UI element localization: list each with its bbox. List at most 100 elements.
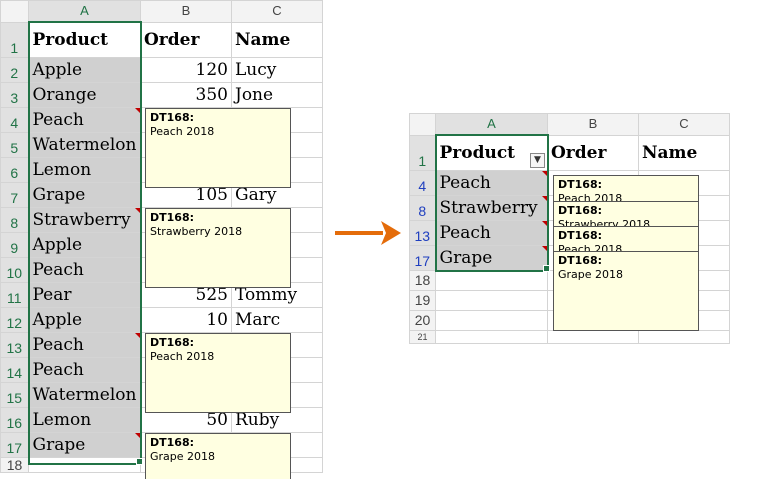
comment-text: Strawberry 2018: [150, 225, 243, 238]
arrow-right-icon: [335, 221, 401, 245]
cell-product[interactable]: Grape: [435, 245, 548, 271]
column-header-a[interactable]: A: [28, 0, 141, 23]
filter-funnel-icon[interactable]: ▼: [530, 153, 545, 168]
cell-product[interactable]: Peach: [28, 107, 141, 133]
cell-header-order[interactable]: Order: [547, 134, 639, 171]
row-header[interactable]: 13: [409, 220, 437, 246]
cell-header-name[interactable]: Name: [231, 21, 323, 58]
comment-text: Peach 2018: [150, 125, 215, 138]
comment-author: DT168:: [150, 211, 194, 224]
cell-product[interactable]: [435, 330, 548, 344]
comment-indicator-icon: [542, 246, 547, 251]
fill-handle[interactable]: [543, 265, 550, 272]
row-header[interactable]: 21: [409, 330, 436, 344]
comment-indicator-icon: [135, 208, 140, 213]
row-header[interactable]: 11: [0, 282, 30, 308]
cell-product[interactable]: Grape: [28, 182, 141, 208]
cell-product[interactable]: Apple: [28, 57, 141, 83]
row-header[interactable]: 10: [0, 257, 30, 283]
column-header-b[interactable]: B: [547, 113, 639, 136]
cell-name[interactable]: [638, 330, 730, 344]
cell-text: Strawberry: [439, 198, 538, 218]
cell-product[interactable]: Pear: [28, 282, 141, 308]
row-header[interactable]: 6: [0, 157, 30, 183]
row-header[interactable]: 9: [0, 232, 30, 258]
cell-header-product[interactable]: Product ▼: [435, 134, 548, 171]
row-header[interactable]: 19: [409, 290, 436, 311]
row-header[interactable]: 14: [0, 357, 30, 383]
cell-product[interactable]: Peach: [28, 257, 141, 283]
cell-product[interactable]: Watermelon: [28, 132, 141, 158]
comment-author: DT168:: [558, 204, 602, 217]
comment-box[interactable]: DT168: Peach 2018: [145, 333, 291, 413]
cell-order[interactable]: 350: [140, 82, 232, 108]
cell-product[interactable]: Peach: [28, 357, 141, 383]
cell-product[interactable]: Lemon: [28, 407, 141, 433]
row-header[interactable]: 2: [0, 57, 30, 83]
comment-indicator-icon: [135, 333, 140, 338]
row-header[interactable]: 17: [409, 245, 437, 271]
row-header[interactable]: 17: [0, 432, 30, 458]
comment-author: DT168:: [150, 336, 194, 349]
row-header[interactable]: 5: [0, 132, 30, 158]
cell-order[interactable]: 120: [140, 57, 232, 83]
cell-product[interactable]: Grape: [28, 432, 141, 458]
row-header[interactable]: 4: [409, 170, 437, 196]
row-header[interactable]: 1: [409, 134, 437, 171]
comment-author: DT168:: [558, 178, 602, 191]
comment-box[interactable]: DT168: Grape 2018: [145, 433, 291, 479]
row-header[interactable]: 8: [409, 195, 437, 221]
cell-product[interactable]: Apple: [28, 232, 141, 258]
fill-handle[interactable]: [136, 458, 143, 465]
row-header[interactable]: 12: [0, 307, 30, 333]
row-header[interactable]: 7: [0, 182, 30, 208]
cell-header-product[interactable]: Product: [28, 21, 141, 58]
column-header-c[interactable]: C: [231, 0, 323, 23]
row-header[interactable]: 8: [0, 207, 30, 233]
cell-product[interactable]: Lemon: [28, 157, 141, 183]
cell-product[interactable]: Peach: [28, 332, 141, 358]
comment-text: Peach 2018: [150, 350, 215, 363]
cell-product[interactable]: [435, 310, 548, 331]
cell-product[interactable]: Peach: [435, 220, 548, 246]
cell-product[interactable]: Peach: [435, 170, 548, 196]
corner-cell[interactable]: [0, 0, 29, 23]
row-header[interactable]: 18: [0, 457, 29, 473]
cell-product[interactable]: [28, 457, 141, 473]
cell-order[interactable]: [547, 330, 639, 344]
cell-name[interactable]: Jone: [231, 82, 323, 108]
row-header[interactable]: 1: [0, 21, 30, 58]
cell-product[interactable]: Strawberry: [435, 195, 548, 221]
column-header-b[interactable]: B: [140, 0, 232, 23]
row-header[interactable]: 13: [0, 332, 30, 358]
comment-author: DT168:: [150, 111, 194, 124]
cell-product[interactable]: Strawberry: [28, 207, 141, 233]
row-header[interactable]: 16: [0, 407, 30, 433]
comment-box[interactable]: DT168: Strawberry 2018: [145, 208, 291, 288]
column-header-c[interactable]: C: [638, 113, 730, 136]
cell-text: Strawberry: [32, 210, 131, 230]
cell-product[interactable]: [435, 290, 548, 311]
comment-text: Grape 2018: [558, 268, 624, 281]
row-header[interactable]: 3: [0, 82, 30, 108]
comment-box[interactable]: DT168: Peach 2018: [145, 108, 291, 188]
row-header[interactable]: 18: [409, 270, 436, 291]
column-header-a[interactable]: A: [435, 113, 548, 136]
comment-indicator-icon: [542, 221, 547, 226]
row-header[interactable]: 20: [409, 310, 436, 331]
cell-header-name[interactable]: Name: [638, 134, 730, 171]
cell-order[interactable]: 10: [140, 307, 232, 333]
cell-name[interactable]: Marc: [231, 307, 323, 333]
cell-product[interactable]: Orange: [28, 82, 141, 108]
row-header[interactable]: 15: [0, 382, 30, 408]
cell-header-order[interactable]: Order: [140, 21, 232, 58]
corner-cell[interactable]: [409, 113, 436, 136]
cell-product[interactable]: Apple: [28, 307, 141, 333]
row-header[interactable]: 4: [0, 107, 30, 133]
cell-name[interactable]: Lucy: [231, 57, 323, 83]
comment-box[interactable]: DT168: Grape 2018: [553, 251, 699, 331]
comment-text: Grape 2018: [150, 450, 216, 463]
cell-product[interactable]: [435, 270, 548, 291]
cell-product[interactable]: Watermelon: [28, 382, 141, 408]
